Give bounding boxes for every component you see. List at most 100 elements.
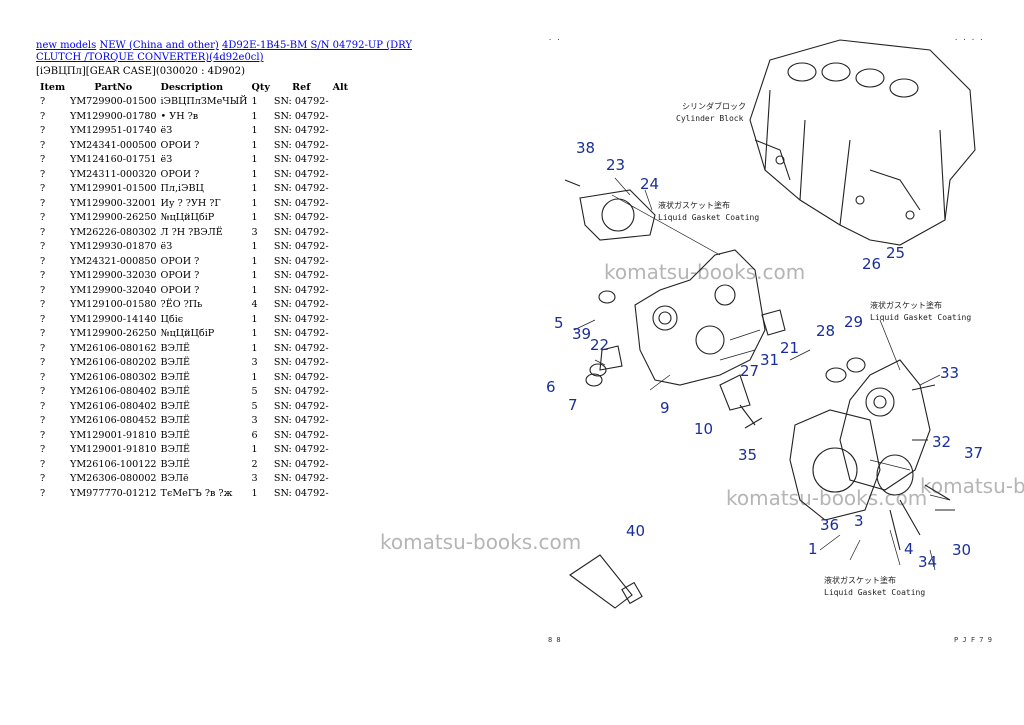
- cell-partno: YM129001-91810: [70, 444, 157, 455]
- cell-qty: 1: [251, 328, 258, 339]
- cell-item: ?: [40, 226, 46, 238]
- cell-item: ?: [40, 415, 46, 426]
- cell-ref: SN: 04792-: [273, 400, 329, 412]
- callout-31: 31: [760, 351, 779, 369]
- callout-29: 29: [844, 313, 863, 331]
- cell-qty: 1: [251, 183, 258, 194]
- cell-alt: [331, 197, 351, 212]
- cell-qty: 3: [251, 226, 258, 238]
- callout-5: 5: [554, 314, 564, 332]
- cell-description: ?ЁО ?Пь: [160, 299, 203, 310]
- gasket-label-jp-3: 液状ガスケット塗布: [824, 575, 896, 585]
- callout-4: 4: [904, 540, 914, 558]
- cell-ref: SN: 04792-: [273, 168, 329, 180]
- cell-description: ВЭЛЁ: [160, 342, 190, 354]
- callout-37: 37: [964, 444, 983, 462]
- cell-alt: [331, 182, 351, 197]
- page-number-right: P J F 7 9: [954, 636, 992, 644]
- cell-qty: 3: [251, 415, 258, 426]
- cell-partno: YM129901-01500: [70, 183, 157, 194]
- callout-3: 3: [854, 512, 864, 530]
- cell-alt: [331, 371, 351, 386]
- cell-partno: YM129900-26250: [70, 328, 157, 339]
- col-header-description: Description: [160, 81, 224, 93]
- cell-ref: SN: 04792-: [273, 313, 329, 325]
- callout-22: 22: [590, 336, 609, 354]
- cell-partno: YM26106-080452: [70, 415, 157, 426]
- gasket-label-jp-1: 液状ガスケット塗布: [658, 200, 730, 210]
- cell-item: ?: [40, 197, 46, 209]
- gasket-label-3: Liquid Gasket Coating: [824, 588, 925, 597]
- cell-alt: [331, 429, 351, 444]
- cell-qty: 2: [251, 458, 258, 470]
- cell-description: ОРОИ ?: [160, 270, 200, 281]
- cell-item: ?: [40, 255, 46, 267]
- cell-ref: SN: 04792-: [273, 255, 329, 267]
- cell-item: ?: [40, 371, 46, 383]
- cell-qty: 1: [251, 197, 258, 209]
- col-header-partno: PartNo: [94, 81, 133, 93]
- cell-ref: SN: 04792-: [273, 487, 329, 499]
- cell-ref: SN: 04792-: [273, 110, 329, 122]
- cell-partno: YM129900-14140: [70, 313, 157, 325]
- cell-ref: SN: 04792-: [273, 429, 329, 441]
- gasket-label-2: Liquid Gasket Coating: [870, 313, 971, 322]
- cell-item: ?: [40, 284, 46, 296]
- cell-item: ?: [40, 487, 46, 499]
- cell-item: ?: [40, 313, 46, 325]
- cell-alt: [331, 472, 351, 487]
- cell-alt: [331, 313, 351, 328]
- cell-description: №цЦйЦбіР: [160, 328, 215, 339]
- cell-alt: [331, 443, 351, 458]
- cell-alt: [331, 226, 351, 241]
- cell-partno: YM24341-000500: [70, 139, 157, 151]
- watermark: komatsu-books.com: [380, 530, 582, 554]
- gasket-label-jp-2: 液状ガスケット塗布: [870, 300, 942, 310]
- breadcrumb-link-model[interactable]: 4D92E-1B45-BM S/N 04792-UP (DRY CLUTCH /…: [36, 40, 412, 63]
- cell-description: ВЭЛЁ: [160, 386, 190, 397]
- cell-description: Иу ? ?УН ?Г: [160, 197, 221, 209]
- cell-qty: 1: [251, 168, 258, 180]
- cell-ref: SN: 04792-: [273, 386, 329, 397]
- breadcrumb-link-region[interactable]: NEW (China and other): [99, 40, 219, 51]
- cell-description: Пл,іЭВЦ: [160, 183, 204, 194]
- cell-qty: 1: [251, 255, 258, 267]
- cell-description: Л ?Н ?ВЭЛЁ: [160, 226, 223, 238]
- cell-alt: [331, 211, 351, 226]
- cell-partno: YM26106-080202: [70, 357, 157, 368]
- cell-qty: 1: [251, 342, 258, 354]
- cell-item: ?: [40, 110, 46, 122]
- cell-partno: YM129001-91810: [70, 429, 157, 441]
- callout-23: 23: [606, 156, 625, 174]
- cell-description: • УН ?в: [160, 110, 199, 122]
- breadcrumb-link-new-models[interactable]: new models: [36, 40, 97, 51]
- callout-9: 9: [660, 399, 670, 417]
- callout-32: 32: [932, 433, 951, 451]
- cell-description: ВЭЛЁ: [160, 429, 190, 441]
- cell-description: ВЭЛё: [160, 473, 189, 484]
- cell-qty: 1: [251, 110, 258, 122]
- cell-item: ?: [40, 212, 46, 223]
- callout-33: 33: [940, 364, 959, 382]
- cell-alt: [331, 356, 351, 371]
- cell-partno: YM129900-01780: [70, 110, 157, 122]
- cell-qty: 1: [251, 487, 258, 499]
- cell-ref: SN: 04792-: [273, 299, 329, 310]
- leader-lines: [573, 177, 951, 571]
- cell-qty: 6: [251, 429, 258, 441]
- cell-partno: YM26106-080162: [70, 342, 157, 354]
- callout-25: 25: [886, 244, 905, 262]
- cell-item: ?: [40, 386, 46, 397]
- callout-7: 7: [568, 396, 578, 414]
- cell-partno: YM129900-32040: [70, 284, 157, 296]
- cell-ref: SN: 04792-: [273, 328, 329, 339]
- cell-qty: 1: [251, 125, 258, 136]
- cell-ref: SN: 04792-: [273, 139, 329, 151]
